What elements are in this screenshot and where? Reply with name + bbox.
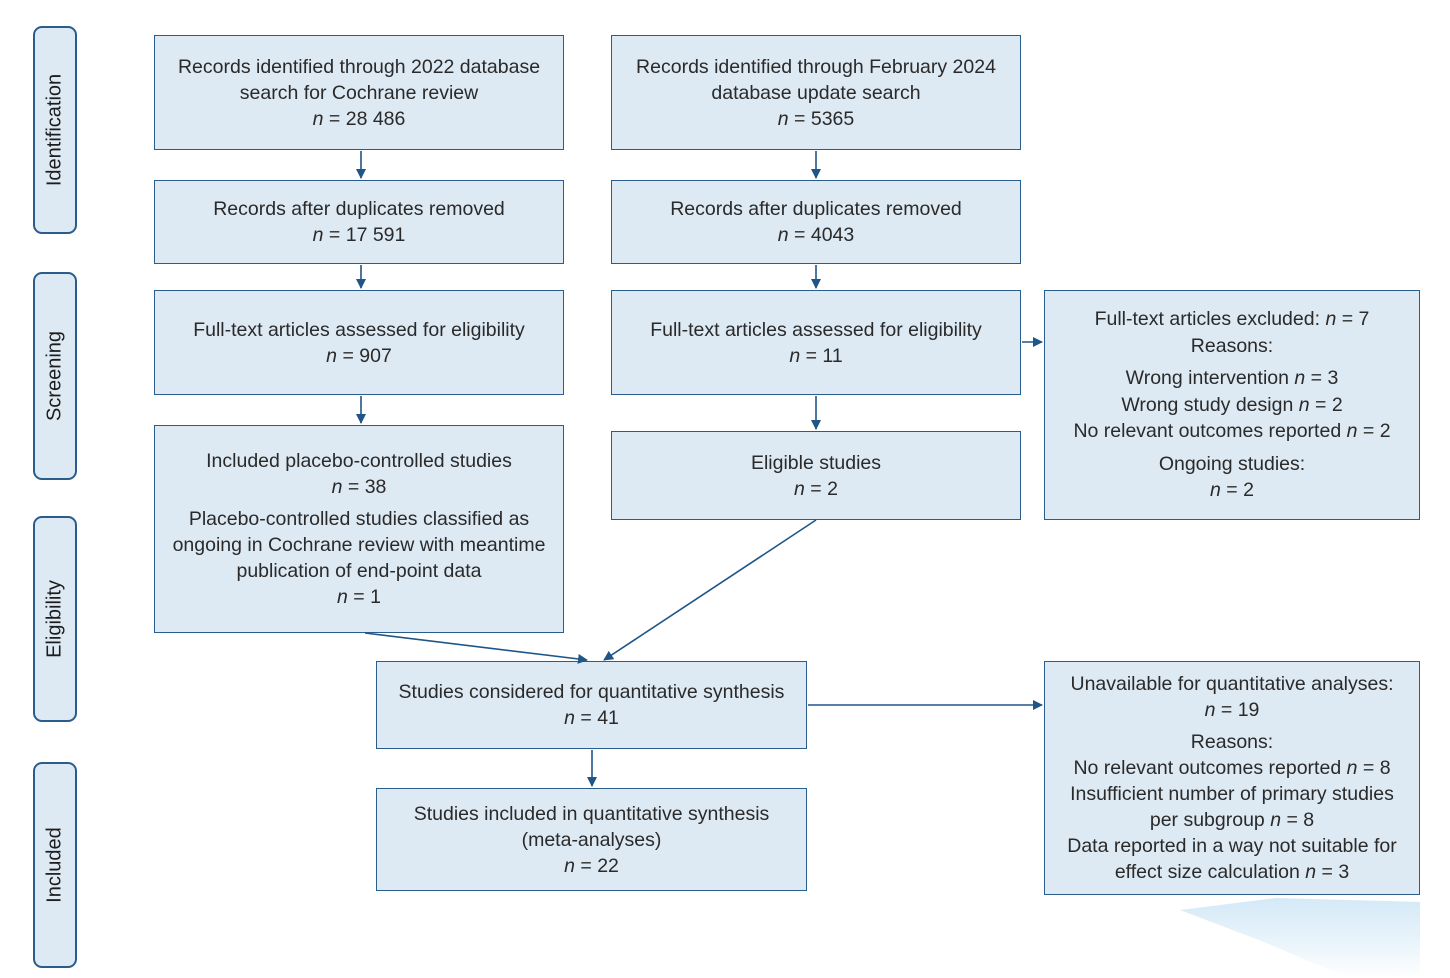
box-left-ongoing-n: n = 1 [337,586,381,608]
box-left-fulltext-text: Full-text articles assessed for eligibil… [193,318,525,341]
box-left-included-text: Included placebo-controlled studies [206,450,512,472]
box-unavailable-title: Unavailable for quantitative analyses: [1070,673,1394,695]
box-left-included-n: n = 38 [331,476,387,498]
box-excluded-reason-1: Wrong study design n = 2 [1121,393,1343,416]
box-right-dedup: Records after duplicates removed n = 404… [611,180,1021,264]
box-right-eligible-n: n = 2 [794,477,838,500]
box-unavailable-reason-0: No relevant outcomes reported n = 8 [1073,757,1391,779]
box-left-dedup: Records after duplicates removed n = 17 … [154,180,564,264]
phase-included-label: Included [43,827,66,903]
box-synthesis: Studies included in quantitative synthes… [376,788,807,891]
box-excluded-reason-2: No relevant outcomes reported n = 2 [1073,420,1391,443]
box-synthesis-text: Studies included in quantitative synthes… [413,802,770,825]
box-right-dedup-n: n = 4043 [777,224,855,246]
box-right-fulltext-text: Full-text articles assessed for eligibil… [650,318,982,341]
box-right-eligible: Eligible studies n = 2 [611,431,1021,520]
phase-eligibility: Eligibility [33,516,77,722]
box-right-fulltext-n: n = 11 [789,344,843,367]
phase-identification: Identification [33,26,77,234]
box-left-identified-n: n = 28 486 [312,107,406,130]
box-unavailable: Unavailable for quantitative analyses: n… [1044,661,1420,895]
box-unavailable-reasons-label: Reasons: [1190,731,1274,753]
arrow-eligible-to-considered [603,519,817,661]
corner-decoration [1180,898,1420,978]
box-right-eligible-text: Eligible studies [750,451,882,474]
box-excluded-reasons-label: Reasons: [1190,334,1274,357]
box-left-dedup-text: Records after duplicates removed [213,198,505,220]
phase-eligibility-label: Eligibility [43,580,66,658]
box-right-fulltext: Full-text articles assessed for eligibil… [611,290,1021,395]
box-left-identified: Records identified through 2022 database… [154,35,564,150]
phase-screening-label: Screening [43,330,66,422]
box-synthesis-text2: (meta-analyses) [521,828,662,851]
box-unavailable-n: n = 19 [1204,699,1260,721]
box-excluded-title: Full-text articles excluded: n = 7 [1094,308,1370,331]
box-unavailable-reason-1: Insufficient number of primary studies p… [1070,783,1394,831]
box-right-dedup-text: Records after duplicates removed [670,198,962,220]
box-right-identified-n: n = 5365 [777,107,855,130]
box-synthesis-n: n = 22 [564,854,619,877]
arrow-left-to-considered [364,632,588,664]
box-left-fulltext: Full-text articles assessed for eligibil… [154,290,564,395]
box-right-identified-text: Records identified through February 2024… [636,55,996,104]
box-excluded-ongoing-label: Ongoing studies: [1158,452,1306,475]
phase-identification-label: Identification [43,73,66,187]
phase-screening: Screening [33,272,77,480]
box-unavailable-reason-2: Data reported in a way not suitable for … [1067,835,1397,883]
box-considered-text: Studies considered for quantitative synt… [398,681,785,703]
box-excluded-reason-0: Wrong intervention n = 3 [1125,367,1339,390]
box-considered-n: n = 41 [564,707,619,729]
box-considered: Studies considered for quantitative synt… [376,661,807,749]
box-excluded: Full-text articles excluded: n = 7 Reaso… [1044,290,1420,520]
box-left-fulltext-n: n = 907 [326,344,392,367]
box-excluded-ongoing-n: n = 2 [1210,479,1254,502]
box-left-dedup-n: n = 17 591 [312,224,406,246]
box-left-identified-text: Records identified through 2022 database… [177,55,541,104]
phase-included: Included [33,762,77,968]
box-right-identified: Records identified through February 2024… [611,35,1021,150]
box-left-ongoing-text: Placebo-controlled studies classified as… [172,508,546,582]
box-left-included: Included placebo-controlled studies n = … [154,425,564,633]
